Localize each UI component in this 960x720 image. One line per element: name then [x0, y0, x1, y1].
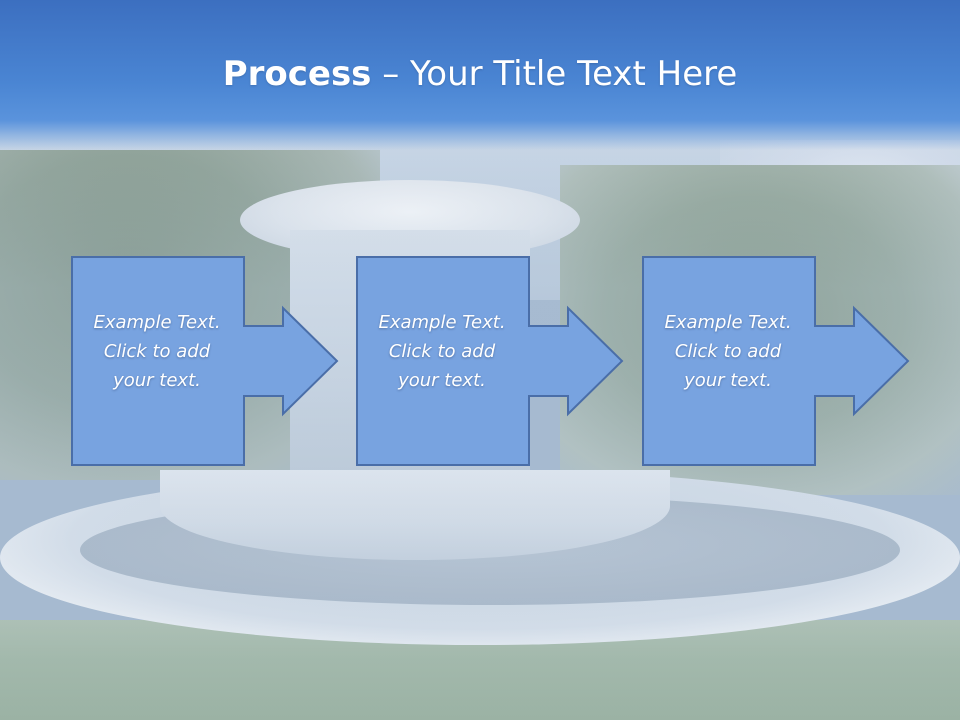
step-1-text[interactable]: Example Text. Click to add your text.	[93, 312, 221, 391]
step-2-shape	[356, 256, 624, 466]
fountain-basin	[160, 470, 670, 560]
title-bold: Process	[222, 54, 372, 94]
step-3-shape	[642, 256, 910, 466]
title-band	[0, 0, 960, 150]
process-step-3[interactable]: Example Text. Click to add your text.	[642, 256, 960, 466]
step-1-shape	[71, 256, 339, 466]
process-step-1[interactable]: Example Text. Click to add your text.	[71, 256, 421, 466]
process-step-2[interactable]: Example Text. Click to add your text.	[356, 256, 706, 466]
slide-title[interactable]: Process – Your Title Text Here	[0, 52, 960, 96]
step-2-text[interactable]: Example Text. Click to add your text.	[378, 312, 506, 391]
title-rest: – Your Title Text Here	[371, 54, 738, 94]
step-3-text[interactable]: Example Text. Click to add your text.	[664, 312, 792, 391]
